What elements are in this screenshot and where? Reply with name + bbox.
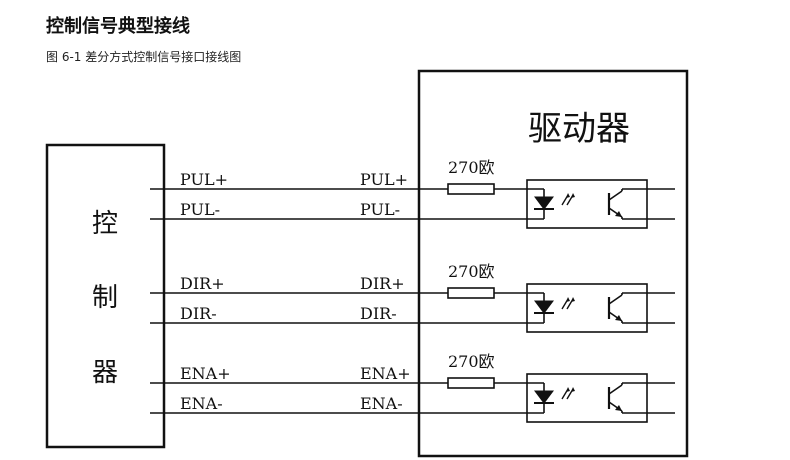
resistor-label: 270欧 [448, 352, 495, 371]
controller-terminal-minus: ENA- [180, 394, 223, 413]
light-arrowhead-2 [571, 193, 575, 198]
resistor [447, 377, 495, 389]
optocoupler-box [526, 283, 648, 333]
transistor-collector [608, 190, 623, 201]
transistor-collector [608, 294, 623, 305]
driver-box [417, 69, 689, 458]
resistor-label: 270欧 [448, 262, 495, 281]
resistor [447, 287, 495, 299]
controller-label-char-3: 器 [92, 358, 118, 388]
resistor-label: 270欧 [448, 158, 495, 177]
figure-caption: 图 6-1 差分方式控制信号接口接线图 [46, 50, 242, 64]
optocoupler-box [526, 373, 648, 423]
controller-terminal-plus: PUL+ [180, 170, 228, 189]
page-heading: 控制信号典型接线 [46, 16, 190, 37]
signal-channel-3: ENA+ ENA- ENA+ ENA- 270欧 [150, 352, 675, 423]
transistor-collector [608, 384, 623, 395]
driver-terminal-minus: ENA- [360, 394, 403, 413]
led-triangle [534, 390, 554, 404]
controller-terminal-plus: DIR+ [180, 274, 225, 293]
driver-terminal-plus: DIR+ [360, 274, 405, 293]
controller-label-char-2: 制 [92, 283, 118, 313]
emitter-arrowhead [615, 405, 622, 411]
driver-terminal-minus: DIR- [360, 304, 397, 323]
signal-channel-2: DIR+ DIR- DIR+ DIR- 270欧 [150, 262, 675, 333]
emitter-arrowhead [615, 315, 622, 321]
signal-channel-1: PUL+ PUL- PUL+ PUL- 270欧 [150, 158, 675, 229]
controller-terminal-plus: ENA+ [180, 364, 231, 383]
controller-terminal-minus: DIR- [180, 304, 217, 323]
controller-terminal-minus: PUL- [180, 200, 220, 219]
light-arrowhead-1 [566, 193, 570, 198]
driver-label: 驱动器 [528, 109, 630, 149]
emitter-arrowhead [615, 211, 622, 217]
driver-terminal-plus: PUL+ [360, 170, 408, 189]
led-triangle [534, 300, 554, 314]
led-triangle [534, 196, 554, 210]
controller-label-char-1: 控 [92, 209, 118, 239]
light-arrowhead-2 [571, 297, 575, 302]
controller-box [45, 143, 166, 449]
light-arrowhead-2 [571, 387, 575, 392]
optocoupler-box [526, 179, 648, 229]
resistor [447, 183, 495, 195]
light-arrowhead-1 [566, 297, 570, 302]
light-arrowhead-1 [566, 387, 570, 392]
driver-terminal-minus: PUL- [360, 200, 400, 219]
driver-terminal-plus: ENA+ [360, 364, 411, 383]
